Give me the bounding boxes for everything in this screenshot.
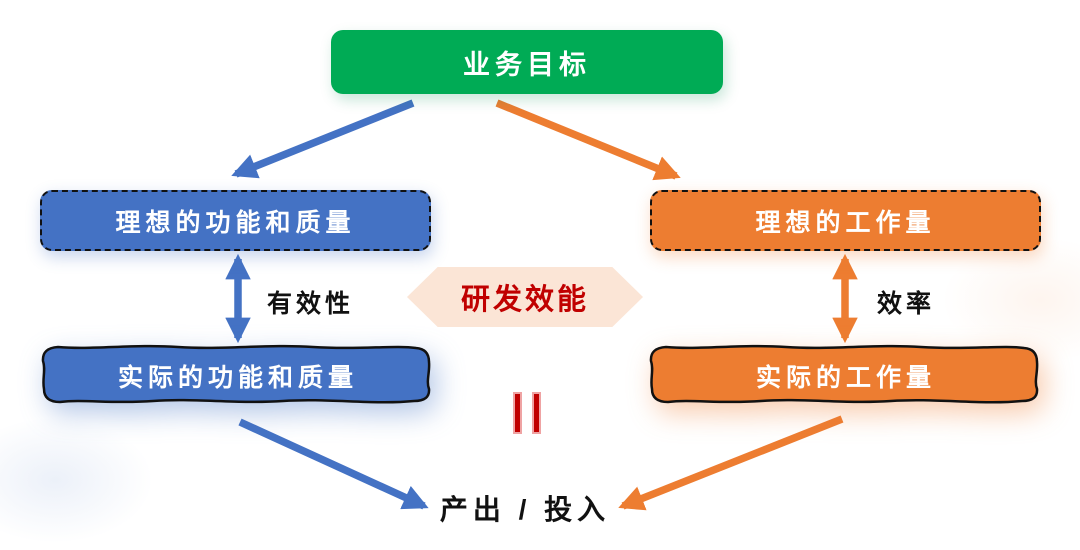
- arrow-actual-quality-to-formula: [238, 418, 429, 510]
- equals-bar-left: [513, 392, 522, 434]
- wavy-border-blue: [41, 344, 431, 404]
- node-business-goal-label: 业务目标: [463, 49, 591, 80]
- equals-bar-right: [532, 392, 541, 434]
- rotated-equals-icon: [513, 392, 541, 434]
- node-ideal-workload: 理想的工作量: [650, 190, 1041, 251]
- node-business-goal: 业务目标: [331, 30, 723, 94]
- node-actual-workload: 实际的工作量: [646, 343, 1046, 409]
- node-ideal-quality-label: 理想的功能和质量: [115, 208, 356, 237]
- center-hexagon: 研发效能: [407, 267, 643, 327]
- arrow-actual-workload-to-formula: [618, 415, 844, 511]
- node-actual-workload-label: 实际的工作量: [755, 364, 936, 392]
- center-hexagon-label: 研发效能: [460, 284, 589, 316]
- node-ideal-quality: 理想的功能和质量: [40, 190, 431, 251]
- arrow-goal-to-ideal-quality: [231, 99, 415, 179]
- arrow-goal-to-ideal-workload: [495, 99, 681, 181]
- effectiveness-label: 有效性: [267, 290, 355, 318]
- formula-label: 产出 / 投入: [439, 494, 611, 525]
- efficiency-label: 效率: [877, 290, 936, 318]
- node-actual-quality-label: 实际的功能和质量: [117, 364, 358, 392]
- wavy-border-orange: [649, 344, 1039, 404]
- node-ideal-workload-label: 理想的工作量: [755, 208, 936, 237]
- node-actual-quality: 实际的功能和质量: [38, 343, 438, 409]
